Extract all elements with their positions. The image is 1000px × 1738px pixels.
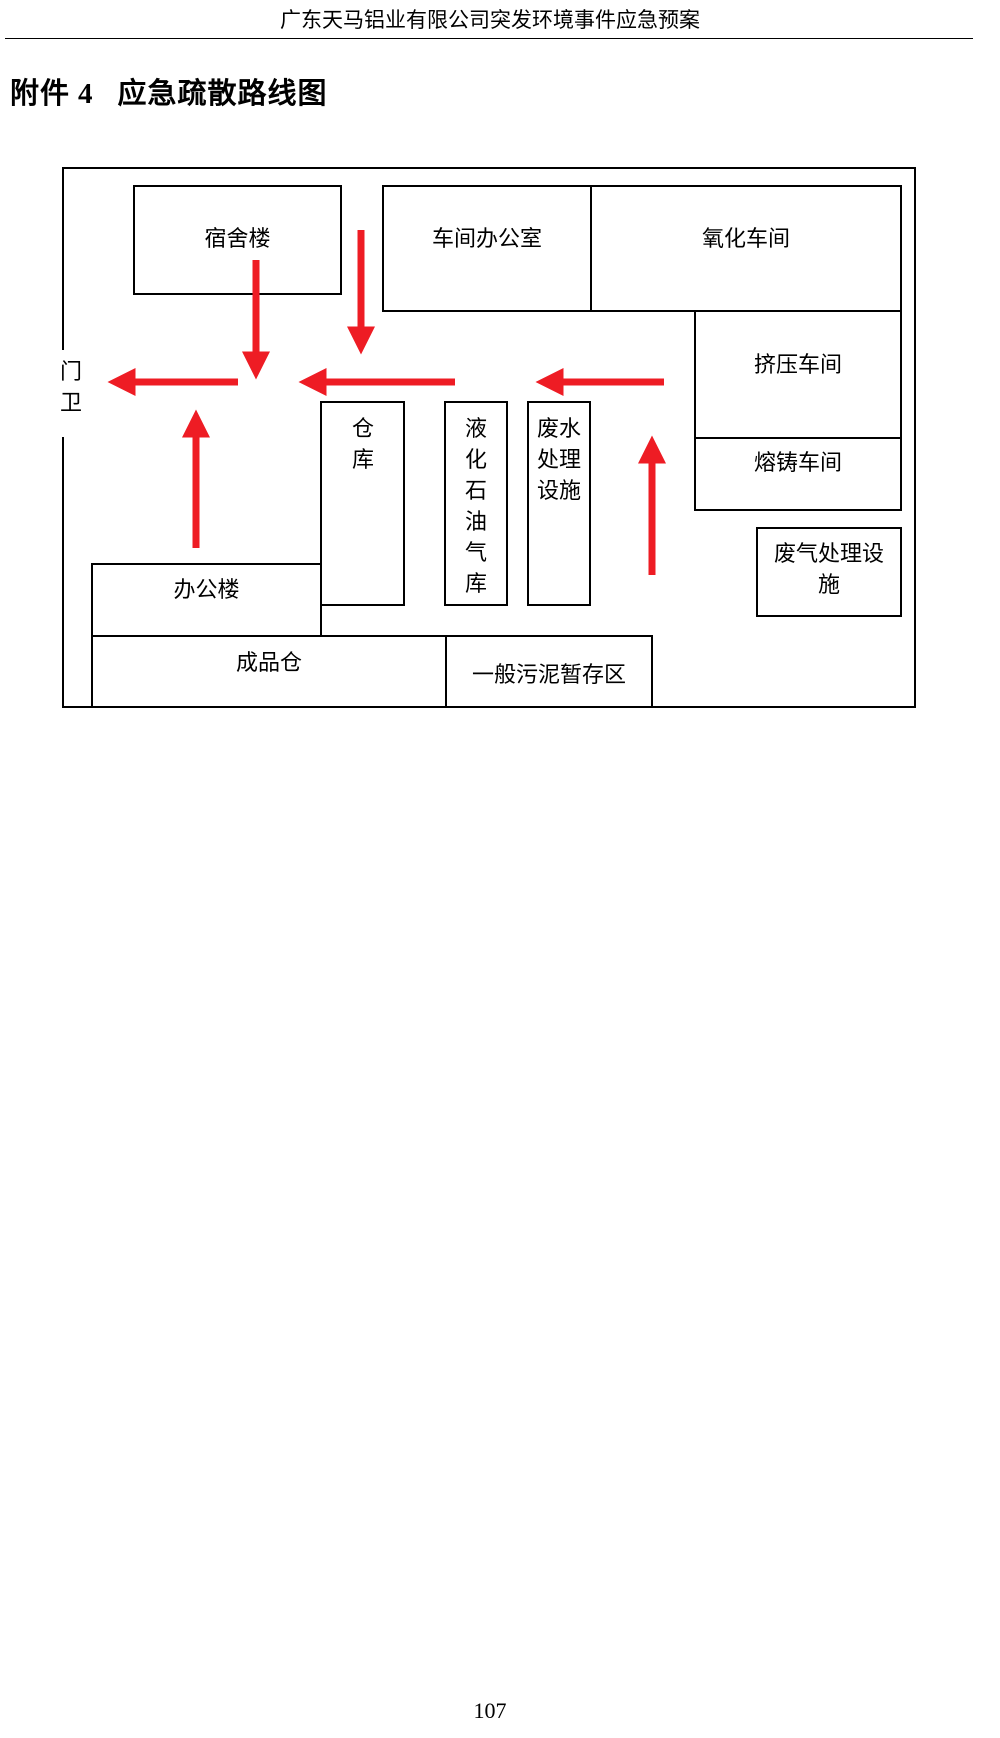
oxidation-workshop-label: 氧化车间: [701, 227, 790, 252]
evacuation-map: [62, 167, 916, 708]
dormitory-label: 宿舍楼: [204, 227, 271, 252]
finished-goods-label: 成品仓: [235, 651, 302, 676]
title-prefix: 附件: [10, 76, 71, 110]
title-number: 4: [78, 78, 94, 110]
site-boundary: [62, 167, 916, 708]
lpg-store-label: 液化石油气库: [464, 417, 487, 597]
waste-gas-facility-label: 废气处理设施: [773, 542, 884, 598]
header-rule: [5, 38, 973, 39]
warehouse-box: [320, 401, 405, 606]
lpg-store-box: [444, 401, 508, 606]
wastewater-facility-box: [527, 401, 591, 606]
casting-workshop-label: 熔铸车间: [753, 451, 842, 476]
workshop-office-label: 车间办公室: [431, 227, 542, 252]
warehouse-label: 仓库: [351, 417, 374, 473]
wastewater-facility-label: 废水处理设施: [536, 417, 581, 504]
sludge-storage-box: [445, 635, 653, 708]
waste-gas-facility-box: [756, 527, 902, 617]
casting-workshop-box: [694, 437, 902, 511]
sludge-storage-label: 一般污泥暂存区: [471, 663, 626, 688]
title-text: 应急疏散路线图: [117, 76, 328, 110]
gate-label: 门卫: [59, 360, 82, 416]
page-header: 广东天马铝业有限公司突发环境事件应急预案: [280, 8, 700, 32]
page-number: 107: [473, 1698, 507, 1723]
dormitory-box: [133, 185, 342, 295]
extrusion-workshop-label: 挤压车间: [753, 353, 842, 378]
office-building-label: 办公楼: [173, 578, 240, 603]
